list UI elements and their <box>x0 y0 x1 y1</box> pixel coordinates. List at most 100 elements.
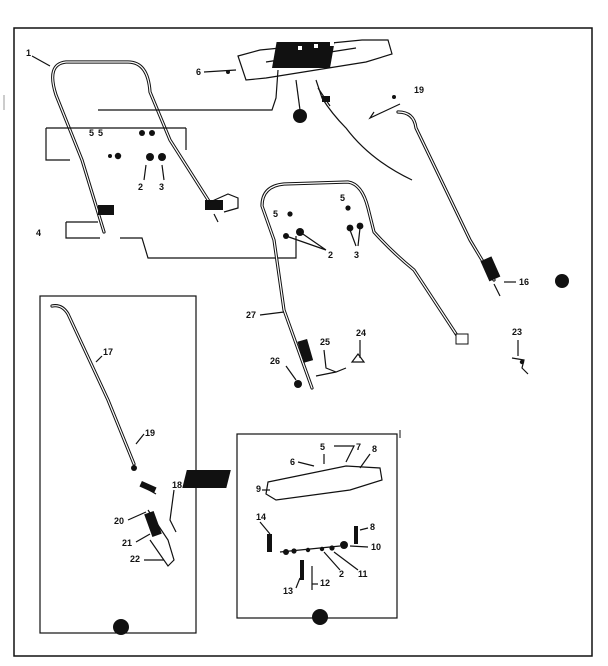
knob-3a <box>158 153 166 161</box>
label-19: 19 <box>414 85 424 95</box>
label-d11: 11 <box>358 569 368 579</box>
part-d13-nut <box>283 549 289 555</box>
leaders-2-3a <box>143 164 165 181</box>
leader-17 <box>95 355 103 363</box>
label-23: 23 <box>512 327 522 337</box>
leader-d6 <box>297 461 315 467</box>
label-d8: 8 <box>372 444 377 454</box>
label-2a: 2 <box>138 182 143 192</box>
label-3a: 3 <box>159 182 164 192</box>
upper-handle-clip <box>209 193 239 213</box>
label-d12: 12 <box>320 578 330 588</box>
leader-box-upper <box>45 127 187 161</box>
label-d2: 2 <box>339 569 344 579</box>
leader-d8 <box>359 453 371 469</box>
part-25-pin <box>315 367 347 377</box>
part-d13-bolt <box>300 560 304 580</box>
part-24-clip <box>350 353 366 363</box>
lever-tip <box>493 283 501 297</box>
label-d6: 6 <box>290 457 295 467</box>
part-19-dot <box>392 95 396 99</box>
upper-handle <box>51 60 214 234</box>
part-19b-dot <box>131 465 137 471</box>
cable-clamp <box>322 96 330 102</box>
label-27: 27 <box>246 310 256 320</box>
label-d14: 14 <box>256 512 266 522</box>
washer-5b <box>287 211 293 217</box>
part-d2 <box>319 546 325 552</box>
part-23-dot <box>519 359 525 365</box>
leaders-3b <box>349 227 361 247</box>
knob-2a <box>146 153 154 161</box>
label-d7: 7 <box>356 442 361 452</box>
panel-ref-dot <box>293 109 307 123</box>
upper-handle-bolt <box>213 213 219 223</box>
part-26-knob <box>294 380 302 388</box>
label-20: 20 <box>114 516 124 526</box>
leaders-2b <box>285 231 327 251</box>
leader-19b <box>135 433 145 445</box>
label-18: 18 <box>172 480 182 490</box>
part-21-body <box>144 511 162 537</box>
label-d10: 10 <box>371 542 381 552</box>
lever-rod-17 <box>50 304 136 466</box>
bracket-4-shape <box>65 221 100 239</box>
leader-25 <box>323 349 337 373</box>
knob-3b-2 <box>356 222 364 230</box>
screw-6 <box>226 70 230 74</box>
lower-handle-end <box>455 333 469 345</box>
washer-5c <box>345 205 351 211</box>
lower-handle-clamp <box>297 339 314 363</box>
leader-d11 <box>333 551 359 571</box>
part-22-grip <box>147 509 175 567</box>
leader-20 <box>127 511 147 521</box>
part-d-spacer <box>305 547 311 553</box>
leader-26 <box>285 365 297 381</box>
control-panel <box>237 39 393 81</box>
leader-21 <box>135 533 151 543</box>
leader-d8b <box>359 527 369 531</box>
label-21: 21 <box>122 538 132 548</box>
leader-6 <box>203 69 237 73</box>
control-cable <box>315 79 413 181</box>
leader-18 <box>169 489 177 533</box>
inset-left-ref-dot <box>113 619 129 635</box>
part-d10-knob <box>340 541 348 549</box>
label-d8b: 8 <box>370 522 375 532</box>
part-d8b-pin <box>354 526 358 544</box>
part-d11 <box>329 545 335 551</box>
nut-5a <box>108 154 112 158</box>
lever-grip <box>480 256 501 282</box>
lever-rod <box>396 110 496 282</box>
label-5b: 5 <box>273 209 278 219</box>
label-3b: 3 <box>354 250 359 260</box>
label-2b: 2 <box>328 250 333 260</box>
label-22: 22 <box>130 554 140 564</box>
leader-1 <box>31 55 51 67</box>
outer-frame <box>13 27 593 657</box>
panel-stem <box>295 79 301 111</box>
part-d12-washer <box>291 548 297 554</box>
leader-27 <box>259 311 285 316</box>
leader-d14 <box>259 521 271 535</box>
part-18-top <box>139 481 157 493</box>
label-16: 16 <box>519 277 529 287</box>
leader-to-panel <box>98 69 279 111</box>
label-4: 4 <box>36 228 41 238</box>
inset-box-left <box>39 295 197 634</box>
label-25: 25 <box>320 337 330 347</box>
label-24: 24 <box>356 328 366 338</box>
control-panel-detail <box>182 465 383 501</box>
label-5a: 5 <box>89 128 94 138</box>
leader-d7 <box>334 445 355 463</box>
lever-ref-dot <box>555 274 569 288</box>
bolt-2a <box>139 130 145 136</box>
lower-handle <box>260 180 462 390</box>
label-6: 6 <box>196 67 201 77</box>
upper-handle-left-bracket <box>98 205 114 215</box>
upper-handle-right-bracket <box>205 200 223 210</box>
label-17: 17 <box>103 347 113 357</box>
label-26: 26 <box>270 356 280 366</box>
